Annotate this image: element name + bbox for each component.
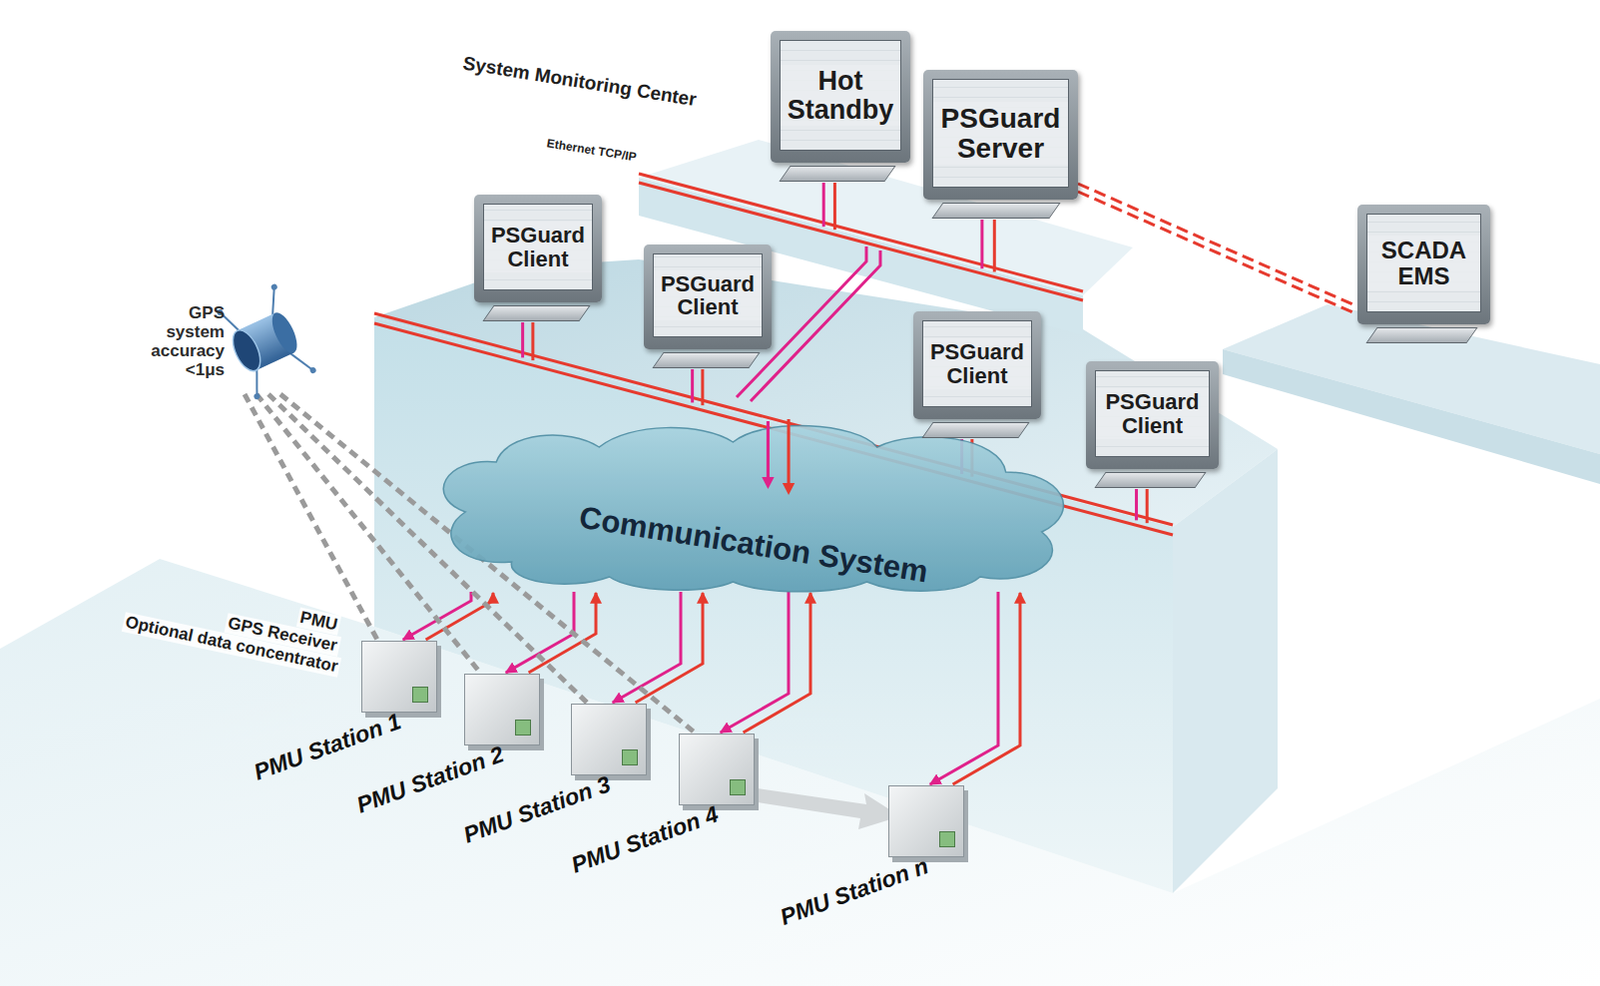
monitor-label: Hot Standby xyxy=(780,64,901,126)
lan-to-cloud-line xyxy=(787,419,791,486)
keyboard xyxy=(931,202,1061,219)
pmu-device: PMU Station 4 xyxy=(678,733,755,806)
lan-stub xyxy=(822,182,826,227)
gps-sync-line-line xyxy=(244,394,378,640)
pmu-device: PMU Station 3 xyxy=(570,703,647,776)
uplink-arrow-line xyxy=(953,592,1021,785)
monitor: SCADA EMS xyxy=(1357,204,1491,325)
uplink-arrow-line xyxy=(635,592,703,703)
scada-link xyxy=(1077,183,1358,315)
wall-side xyxy=(1172,449,1278,894)
uplink-arrow xyxy=(953,592,1021,785)
gps-sync-line xyxy=(244,394,378,640)
gps-spike-tip xyxy=(252,392,261,401)
downlink-arrow xyxy=(612,591,681,703)
monitor-screen: PSGuard Client xyxy=(483,203,593,291)
gps-spike-tip xyxy=(270,283,279,292)
pmu-display xyxy=(939,831,956,848)
uplink-arrow-line xyxy=(743,592,811,733)
gps-antenna: GPS system accuracy <1μs xyxy=(144,289,315,395)
gps-body xyxy=(214,283,318,402)
keyboard xyxy=(482,305,590,322)
gps-spike-tip xyxy=(309,366,318,375)
pmu-device: PMU Station n xyxy=(888,785,965,858)
monitor-label: SCADA EMS xyxy=(1367,235,1481,290)
station-label: PMU Station n xyxy=(741,839,967,944)
gps-spike xyxy=(261,287,286,317)
lan-to-cloud-head xyxy=(761,477,774,490)
wall-front xyxy=(374,317,1173,894)
monitor: PSGuard Client xyxy=(1085,361,1219,470)
pmu-display xyxy=(412,686,429,703)
monitor-screen: PSGuard Client xyxy=(922,320,1033,408)
monitor-screen: SCADA EMS xyxy=(1366,213,1482,313)
lan-stub xyxy=(531,322,534,361)
gps-front-face xyxy=(227,326,267,376)
floor-arrow xyxy=(738,786,901,830)
keyboard xyxy=(778,165,896,182)
uplink-arrow xyxy=(743,592,811,733)
monitor: PSGuard Client xyxy=(474,194,602,303)
monitor-screen: Hot Standby xyxy=(779,39,902,151)
scada-link-line xyxy=(1077,183,1358,307)
lan-to-cloud-head xyxy=(782,483,795,496)
downlink-arrow-line xyxy=(930,591,999,785)
monitor: PSGuard Client xyxy=(643,244,772,350)
lan-stub xyxy=(833,182,837,230)
lan-stub xyxy=(993,219,997,272)
pmu-device: PMU Station 1 xyxy=(361,640,438,713)
gps-spike xyxy=(245,368,268,398)
scada-platform-front xyxy=(1222,349,1600,485)
pmu-device: PMU Station 2 xyxy=(464,673,540,746)
monitor-label: PSGuard Client xyxy=(923,338,1032,389)
keyboard xyxy=(651,352,760,369)
pmu-display xyxy=(515,719,532,736)
keyboard xyxy=(921,422,1030,439)
lan-stub xyxy=(1134,489,1138,521)
lan-stub xyxy=(521,322,525,358)
annotation-label: Ethernet TCP/IP xyxy=(543,135,640,165)
lan-stub xyxy=(1145,489,1149,524)
cloud-shape xyxy=(424,417,1083,592)
uplink-arrow xyxy=(635,592,703,703)
lan-stub xyxy=(700,369,704,406)
keyboard xyxy=(1365,327,1478,344)
monitor-screen: PSGuard Server xyxy=(932,78,1069,188)
keyboard xyxy=(1093,472,1206,489)
monitor-label: PSGuard Client xyxy=(484,221,592,272)
communication-cloud: Communication System xyxy=(424,417,1083,592)
pmu-display xyxy=(621,749,638,766)
lan-stub xyxy=(690,369,694,403)
monitor: PSGuard Server xyxy=(923,69,1078,200)
downlink-arrow-line xyxy=(612,591,681,703)
pmu-display xyxy=(729,779,746,796)
annotation-label: System Monitoring Center xyxy=(459,51,700,111)
monitor: PSGuard Client xyxy=(913,311,1042,420)
monitor-label: PSGuard Server xyxy=(933,101,1068,165)
monitor-screen: PSGuard Client xyxy=(652,253,763,338)
lan-to-cloud-line xyxy=(766,421,770,480)
monitor-label: PSGuard Client xyxy=(1095,388,1209,439)
monitor-label: PSGuard Client xyxy=(653,270,762,321)
scada-link-line xyxy=(1077,191,1358,315)
monitor-screen: PSGuard Client xyxy=(1094,370,1210,458)
monitor: Hot Standby xyxy=(770,30,911,163)
gps-caption: GPS system accuracy <1μs xyxy=(144,303,225,380)
gps-back-face xyxy=(267,309,303,357)
cloud-outline xyxy=(443,426,1064,592)
downlink-arrow xyxy=(930,591,999,785)
lan-stub xyxy=(980,219,984,269)
